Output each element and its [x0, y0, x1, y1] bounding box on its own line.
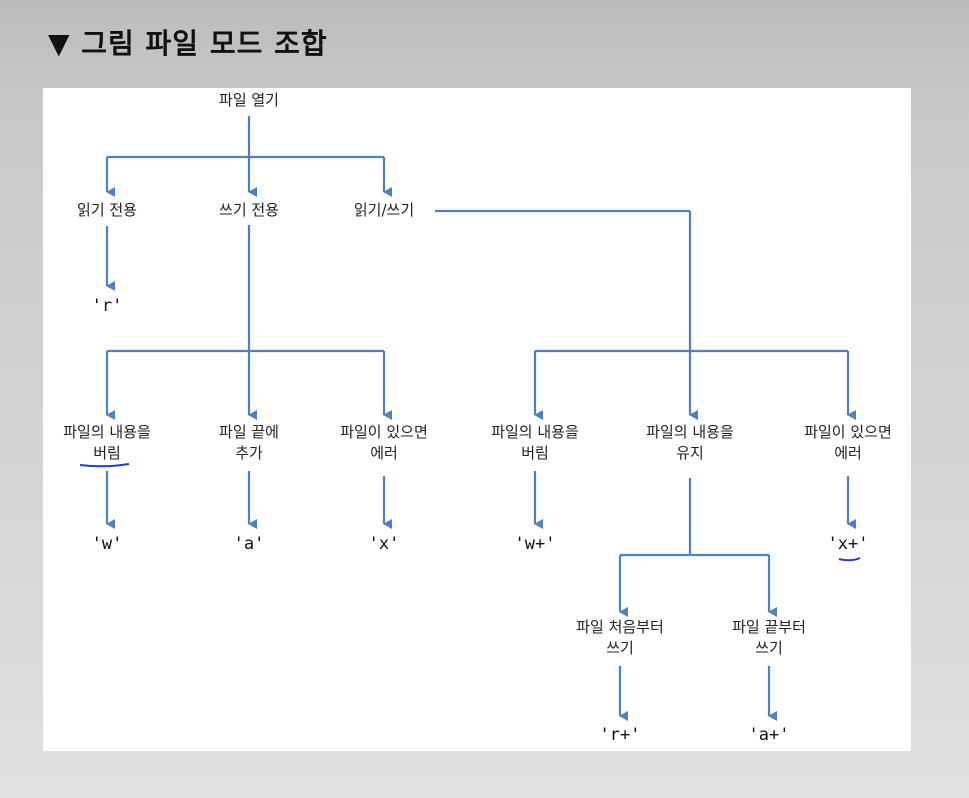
node-exists-error: 파일이 있으면 에러: [340, 422, 428, 464]
node-discard-line2: 버림: [93, 444, 121, 462]
node-from-start: 파일 처음부터 쓰기: [576, 617, 664, 659]
node-exists-line1: 파일이 있으면: [340, 423, 428, 441]
node-from-end-line2: 쓰기: [755, 639, 783, 657]
node-append-line2: 추가: [235, 444, 263, 462]
mode-w-plus: 'w+': [514, 534, 556, 554]
node-append-line1: 파일 끝에: [219, 423, 279, 441]
mode-a: 'a': [233, 534, 265, 554]
node-rw-discard-line2: 버림: [521, 444, 549, 462]
node-read-only: 읽기 전용: [77, 201, 137, 219]
page-title: ▼ 그림 파일 모드 조합: [48, 27, 328, 60]
node-rw-exists-line2: 에러: [834, 444, 862, 462]
handwritten-underline-discard: [79, 463, 130, 468]
node-from-start-line1: 파일 처음부터: [576, 618, 664, 636]
node-keep-line1: 파일의 내용을: [646, 423, 734, 441]
connector-lines: [79, 116, 861, 721]
handwritten-underline-xplus: [838, 557, 861, 562]
node-discard-contents: 파일의 내용을 버림: [63, 422, 151, 464]
node-rw-exists-line1: 파일이 있으면: [804, 423, 892, 441]
diagram-canvas: 파일 열기 읽기 전용 쓰기 전용 읽기/쓰기 'r' 파일의 내용을 버림 파…: [43, 88, 911, 751]
node-rw-exists-error: 파일이 있으면 에러: [804, 422, 892, 464]
mode-x: 'x': [368, 534, 400, 554]
node-from-start-line2: 쓰기: [606, 639, 634, 657]
mode-a-plus: 'a+': [748, 725, 790, 745]
mode-r: 'r': [91, 296, 123, 316]
mode-w: 'w': [91, 534, 123, 554]
mode-x-plus: 'x+': [827, 534, 869, 554]
node-read-write: 읽기/쓰기: [353, 201, 415, 219]
node-write-only: 쓰기 전용: [219, 201, 279, 219]
mode-r-plus: 'r+': [599, 725, 641, 745]
node-open-file: 파일 열기: [219, 91, 279, 109]
node-discard-line1: 파일의 내용을: [63, 423, 151, 441]
node-exists-line2: 에러: [370, 444, 398, 462]
node-keep-line2: 유지: [676, 444, 704, 462]
node-rw-discard-contents: 파일의 내용을 버림: [491, 422, 579, 464]
node-keep-contents: 파일의 내용을 유지: [646, 422, 734, 464]
node-from-end: 파일 끝부터 쓰기: [732, 617, 806, 659]
node-rw-discard-line1: 파일의 내용을: [491, 423, 579, 441]
node-from-end-line1: 파일 끝부터: [732, 618, 806, 636]
node-append-end: 파일 끝에 추가: [219, 422, 279, 464]
